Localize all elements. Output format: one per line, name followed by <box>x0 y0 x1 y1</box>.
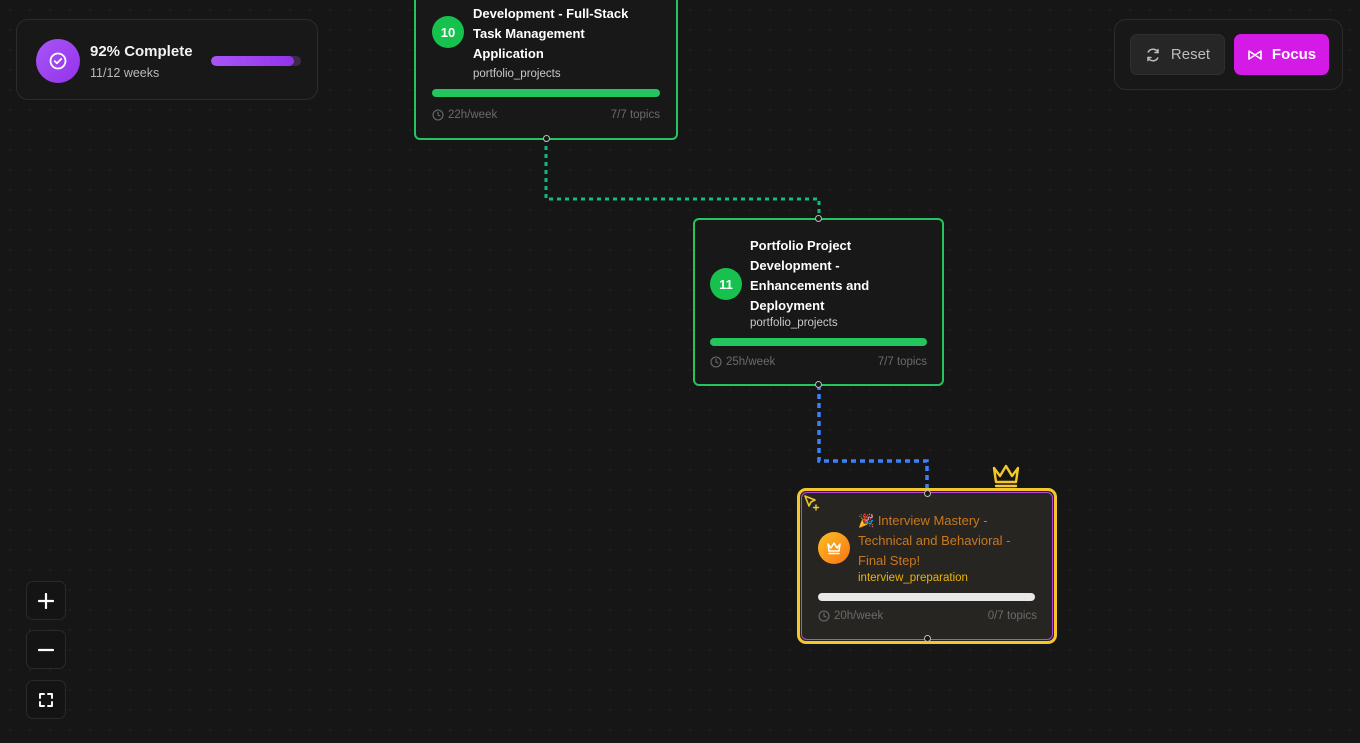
final-title-line: Technical and Behavioral - <box>858 533 1011 548</box>
node-hours-text: 22h/week <box>448 109 498 121</box>
roadmap-node-week-10[interactable]: 10 Development - Full-Stack Task Managem… <box>414 0 678 142</box>
node-hours: 22h/week <box>432 109 497 121</box>
final-title-line: 🎉 Interview Mastery - <box>858 511 1038 531</box>
final-hours-text: 20h/week <box>834 610 884 622</box>
node-title-line: Deployment <box>750 298 825 313</box>
final-node-category: interview_preparation <box>858 572 968 584</box>
node-title: Portfolio Project Development - Enhancem… <box>750 236 930 316</box>
refresh-icon <box>1147 48 1159 61</box>
node-handle-bottom[interactable] <box>543 135 550 142</box>
reset-button[interactable]: Reset <box>1130 34 1225 75</box>
clock-icon <box>818 610 830 622</box>
final-node-topics: 0/7 topics <box>987 610 1037 622</box>
node-category: portfolio_projects <box>750 317 838 329</box>
node-handle-top[interactable] <box>815 215 822 222</box>
minus-icon <box>38 648 54 651</box>
roadmap-node-week-11[interactable]: 11 Portfolio Project Development - Enhan… <box>693 215 944 388</box>
node-title: Development - Full-Stack Task Management… <box>473 4 673 64</box>
check-circle-icon <box>36 39 80 83</box>
node-category: portfolio_projects <box>473 68 561 80</box>
sparkle-pointer-icon <box>804 495 820 511</box>
final-title-line: Final Step! <box>858 553 921 568</box>
crown-icon <box>827 542 841 555</box>
fit-view-icon <box>39 692 53 707</box>
final-title-text: Interview Mastery - <box>877 513 988 528</box>
node-handle-bottom[interactable] <box>815 381 822 388</box>
week-badge: 11 <box>710 268 742 300</box>
progress-bar <box>211 56 301 66</box>
node-progress-bar <box>710 338 927 346</box>
roadmap-node-final[interactable]: 🎉 Interview Mastery - Technical and Beha… <box>797 488 1057 644</box>
node-title-line: Enhancements and <box>750 278 870 293</box>
final-node-title: 🎉 Interview Mastery - Technical and Beha… <box>858 511 1038 571</box>
reset-label: Reset <box>1170 46 1211 63</box>
node-title-line: Development - <box>750 258 840 273</box>
zoom-in-button[interactable] <box>26 581 66 620</box>
week-badge: 10 <box>432 16 464 48</box>
fit-view-button[interactable] <box>26 680 66 719</box>
node-title-line: Task Management <box>473 26 585 41</box>
focus-label: Focus <box>1271 46 1317 63</box>
progress-panel: 92% Complete 11/12 weeks <box>16 19 318 100</box>
node-topics: 7/7 topics <box>610 109 660 121</box>
node-progress-bar <box>432 89 660 97</box>
crown-icon <box>992 464 1020 488</box>
progress-subtitle: 11/12 weeks <box>90 66 160 80</box>
clock-icon <box>432 109 444 121</box>
progress-bar-fill <box>211 56 294 66</box>
node-hours: 25h/week <box>710 356 775 368</box>
final-node-hours: 20h/week <box>818 610 883 622</box>
focus-icon <box>1248 49 1262 60</box>
view-controls-panel: Reset Focus <box>1114 19 1343 90</box>
node-title-line: Development - Full-Stack <box>473 6 629 21</box>
party-emoji: 🎉 <box>858 513 875 528</box>
node-title-line: Portfolio Project <box>750 238 852 253</box>
node-handle-bottom[interactable] <box>924 635 931 642</box>
final-node-progress-bar <box>818 593 1035 601</box>
focus-button[interactable]: Focus <box>1234 34 1329 75</box>
node-title-line: Application <box>473 46 544 61</box>
clock-icon <box>710 356 722 368</box>
final-week-badge <box>818 532 850 564</box>
node-topics: 7/7 topics <box>877 356 927 368</box>
zoom-out-button[interactable] <box>26 630 66 669</box>
plus-icon <box>38 592 54 609</box>
node-handle-top[interactable] <box>924 490 931 497</box>
progress-title: 92% Complete <box>90 43 193 60</box>
node-hours-text: 25h/week <box>726 356 776 368</box>
